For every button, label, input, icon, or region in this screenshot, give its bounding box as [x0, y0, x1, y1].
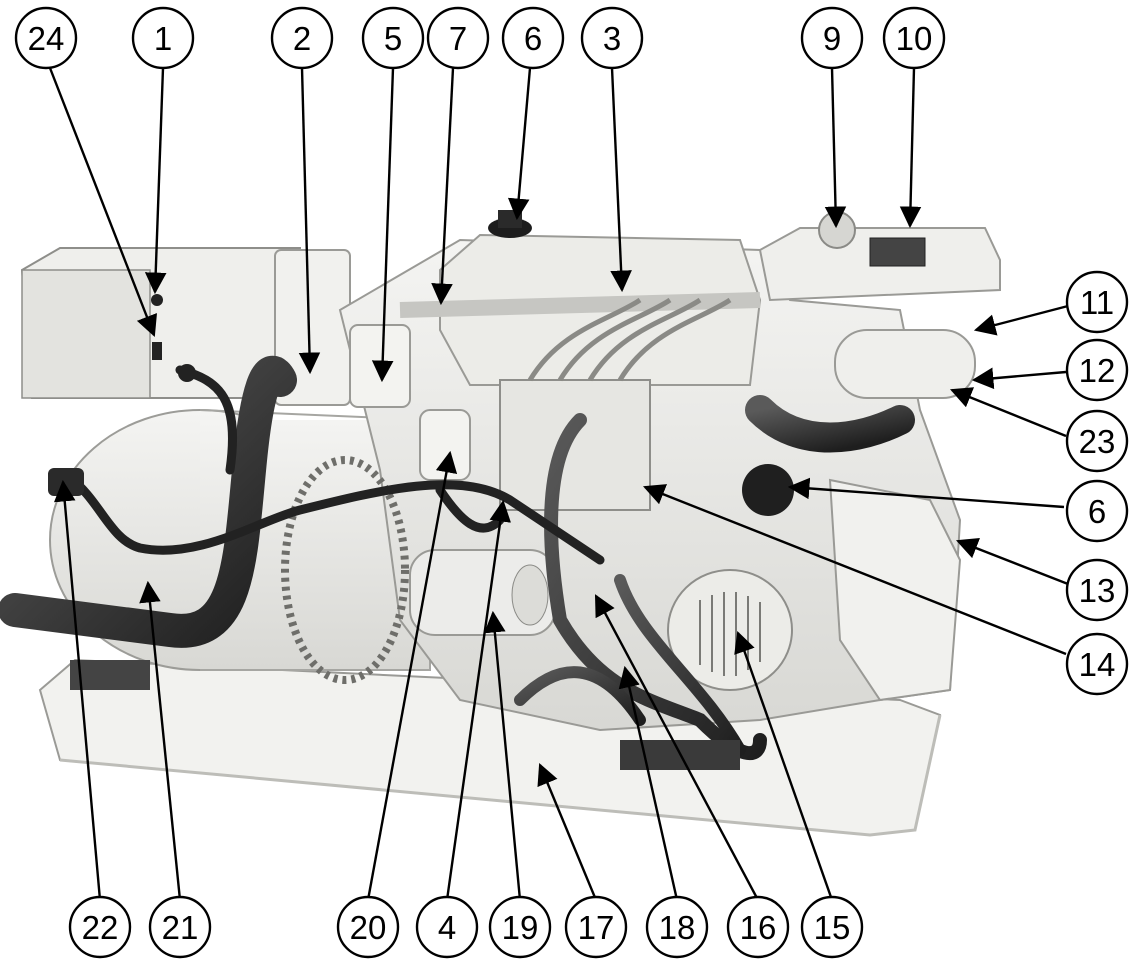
- svg-text:19: 19: [502, 909, 539, 946]
- leader-4: [445, 499, 511, 901]
- callout-4: 4: [415, 895, 479, 959]
- callout-10: 10: [882, 6, 946, 70]
- leader-21: [139, 580, 182, 901]
- leader-7: [431, 67, 455, 306]
- leader-5: [371, 67, 395, 383]
- callout-19: 19: [488, 895, 552, 959]
- leader-12: [971, 367, 1067, 390]
- leader-23: [949, 387, 1067, 438]
- svg-text:17: 17: [578, 909, 615, 946]
- generator-illustration: [0, 210, 1001, 837]
- leader-17: [537, 763, 598, 901]
- callout-9: 9: [800, 6, 864, 70]
- svg-text:4: 4: [438, 909, 456, 946]
- leader-10: [899, 67, 922, 229]
- svg-text:13: 13: [1079, 572, 1116, 609]
- callout-7: 7: [426, 6, 490, 70]
- callout-17: 17: [564, 895, 628, 959]
- leader-lines: [48, 67, 1069, 901]
- svg-text:24: 24: [28, 20, 65, 57]
- callout-2: 2: [270, 6, 334, 70]
- callout-22: 22: [68, 895, 132, 959]
- callout-6-right: 6: [1065, 479, 1129, 543]
- svg-text:14: 14: [1079, 646, 1116, 683]
- callout-12: 12: [1065, 338, 1129, 402]
- svg-text:2: 2: [293, 20, 311, 57]
- leader-16: [594, 594, 760, 901]
- callout-13: 13: [1065, 558, 1129, 622]
- exhaust-hose: [0, 355, 297, 648]
- svg-text:15: 15: [814, 909, 851, 946]
- svg-text:9: 9: [823, 20, 841, 57]
- svg-text:20: 20: [350, 909, 387, 946]
- callout-24: 24: [14, 6, 78, 70]
- callout-18: 18: [645, 895, 709, 959]
- svg-text:22: 22: [82, 909, 119, 946]
- svg-text:1: 1: [154, 20, 172, 57]
- leader-11: [973, 304, 1069, 336]
- svg-text:11: 11: [1080, 284, 1114, 321]
- svg-text:21: 21: [162, 909, 199, 946]
- fuel-filter: [349, 324, 411, 408]
- leader-9: [824, 67, 847, 229]
- leader-18: [618, 665, 679, 901]
- leader-1: [144, 67, 167, 295]
- leader-6b: [787, 477, 1065, 509]
- callout-14: 14: [1065, 632, 1129, 696]
- svg-text:5: 5: [384, 20, 402, 57]
- callout-15: 15: [800, 895, 864, 959]
- callout-1: 1: [131, 6, 195, 70]
- callout-23: 23: [1065, 409, 1129, 473]
- svg-text:10: 10: [896, 20, 933, 57]
- svg-text:16: 16: [740, 909, 777, 946]
- callout-5: 5: [361, 6, 425, 70]
- svg-text:7: 7: [449, 20, 467, 57]
- callout-6-top: 6: [501, 6, 565, 70]
- svg-text:6: 6: [1088, 493, 1106, 530]
- callouts: 24 1 2 5 7 6 3 9 10 11 12 23 6 13 14 15 …: [14, 6, 1129, 959]
- leader-22: [53, 479, 102, 901]
- callout-20: 20: [336, 895, 400, 959]
- leader-20: [366, 450, 458, 901]
- leader-15: [734, 630, 834, 901]
- leader-13: [955, 538, 1069, 586]
- callout-21: 21: [148, 895, 212, 959]
- leader-14: [642, 484, 1067, 656]
- leader-19: [484, 610, 522, 901]
- leader-6a: [507, 67, 532, 221]
- svg-text:23: 23: [1079, 423, 1116, 460]
- leader-3: [610, 67, 632, 293]
- callout-3: 3: [580, 6, 644, 70]
- callout-16: 16: [726, 895, 790, 959]
- svg-text:6: 6: [524, 20, 542, 57]
- svg-text:3: 3: [603, 20, 621, 57]
- svg-text:18: 18: [659, 909, 696, 946]
- leader-24: [48, 67, 158, 338]
- callout-11: 11: [1065, 270, 1129, 334]
- leader-2: [298, 67, 321, 375]
- svg-text:12: 12: [1079, 352, 1116, 389]
